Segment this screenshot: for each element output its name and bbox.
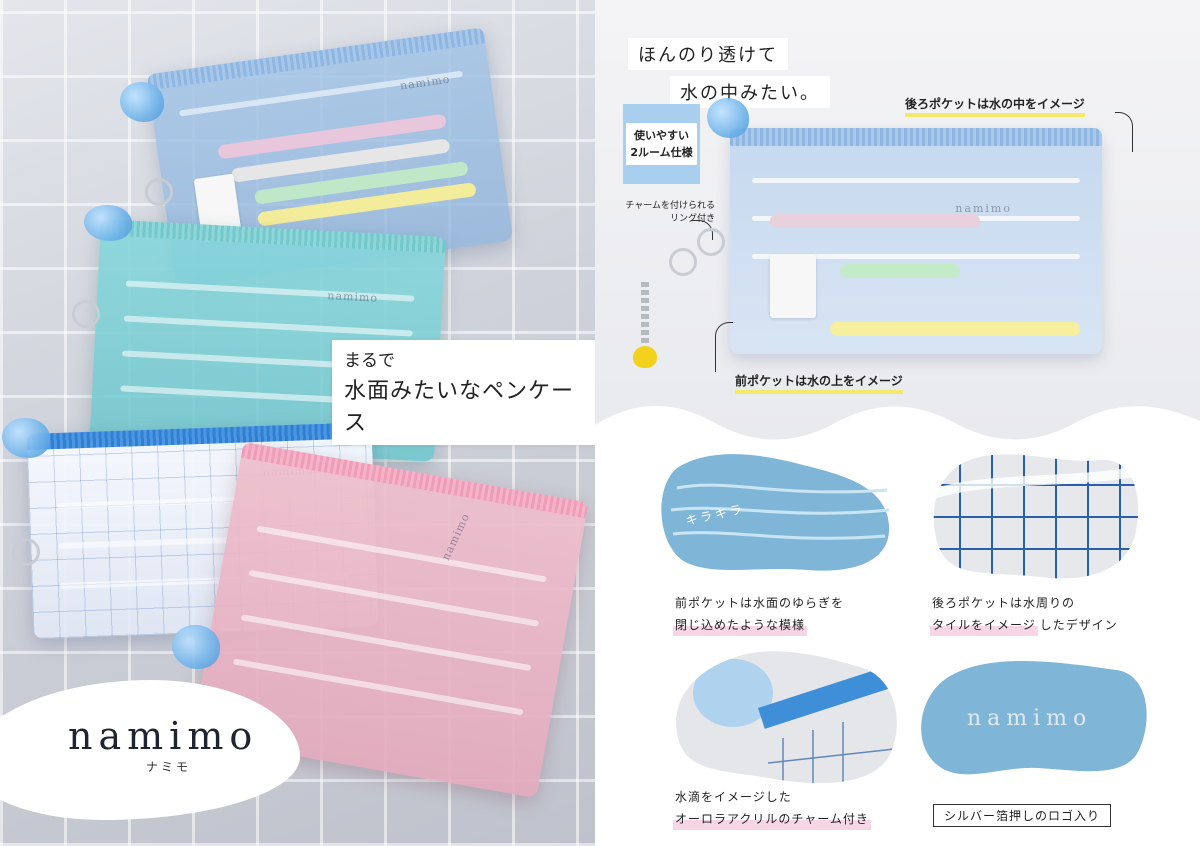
pen	[830, 322, 1080, 336]
right-headline: ほんのり透けて 水の中みたい。	[628, 38, 830, 108]
water-drop-charm	[84, 205, 132, 241]
product-logo: namimo	[955, 202, 1012, 215]
key-ring	[669, 248, 697, 276]
key-ring	[12, 538, 40, 566]
headline-line-2: 水の中みたい。	[670, 76, 830, 108]
feature-caption-front-pocket: 前ポケットは水面のゆらぎを 閉じ込めたような模様	[673, 592, 846, 636]
eraser-card	[770, 254, 816, 318]
caption-line-1: 水滴をイメージした	[675, 790, 792, 804]
charm-thumbnail	[676, 651, 897, 784]
brand-logo: namimo	[68, 714, 259, 758]
caption-line-2: オーロラアクリルのチャーム付き	[673, 808, 871, 830]
ring-note: チャームを付けられる リング付き	[615, 200, 715, 226]
pouch-logo: namimo	[327, 289, 379, 305]
two-room-badge: 使いやすい 2ルーム仕様	[623, 104, 700, 184]
tagline-line-2: 水面みたいなペンケース	[344, 379, 575, 436]
product-pouch: namimo	[730, 128, 1102, 354]
badge-line-2: 2ルーム仕様	[630, 146, 693, 159]
front-pocket-note: 前ポケットは水の上をイメージ	[735, 372, 903, 394]
tagline-line-1: まるで	[344, 351, 395, 371]
caption-line-2: 閉じ込めたような模様	[673, 614, 808, 636]
wave-pattern	[752, 178, 1080, 183]
feature-caption-charm: 水滴をイメージした オーロラアクリルのチャーム付き	[673, 786, 871, 830]
key-ring	[145, 178, 173, 206]
pouch-logo: namimo	[439, 510, 473, 563]
duck-charm	[633, 346, 657, 368]
feature-thumb-charm	[673, 648, 903, 788]
badge-line-1: 使いやすい	[633, 129, 689, 142]
brand-backdrop	[0, 680, 300, 820]
right-info-panel: ほんのり透けて 水の中みたい。 使いやすい 2ルーム仕様 後ろポケットは水の中を…	[595, 0, 1200, 846]
front-pocket-thumbnail	[661, 454, 890, 571]
feature-thumb-back-pocket	[930, 445, 1145, 585]
wave-pattern	[240, 614, 532, 672]
key-ring	[697, 228, 725, 256]
leader-line	[1115, 112, 1133, 152]
caption-line-2-highlight: タイルをイメージ	[930, 614, 1038, 636]
feature-caption-logo: シルバー箔押しのロゴ入り	[933, 804, 1112, 827]
wave-pattern	[248, 569, 540, 627]
silver-logo: namimo	[967, 706, 1093, 731]
pouch-logo: namimo	[399, 72, 452, 93]
leader-line	[715, 322, 733, 372]
key-ring	[72, 300, 100, 328]
zipper	[730, 128, 1102, 146]
wave-divider	[595, 405, 1200, 465]
left-tagline: まるで 水面みたいなペンケース	[332, 340, 595, 445]
back-pocket-thumbnail	[933, 454, 1139, 579]
wave-pattern	[123, 315, 414, 337]
feature-thumb-logo: namimo	[917, 650, 1152, 790]
caption-line-2-rest: したデザイン	[1039, 618, 1118, 632]
pen	[770, 214, 980, 228]
ring-note-line-2: リング付き	[669, 214, 715, 224]
wave-pattern	[232, 658, 524, 716]
ring-note-line-1: チャームを付けられる	[625, 201, 715, 211]
charm-chain	[641, 282, 649, 346]
feature-caption-back-pocket: 後ろポケットは水周りの タイルをイメージしたデザイン	[930, 592, 1120, 636]
logo-thumbnail	[921, 660, 1147, 775]
caption-line-1: 後ろポケットは水周りの	[932, 596, 1076, 610]
feature-thumb-front-pocket: キラキラ	[657, 448, 897, 578]
water-drop-charm	[172, 625, 220, 669]
back-pocket-note: 後ろポケットは水の中をイメージ	[905, 95, 1085, 117]
pen	[840, 264, 960, 278]
caption-line-1: 前ポケットは水面のゆらぎを	[675, 596, 845, 610]
wave-pattern	[752, 254, 1080, 259]
brand-kana: ナミモ	[146, 760, 192, 774]
water-drop-charm	[120, 82, 164, 122]
water-drop-charm	[707, 98, 749, 138]
left-photo-panel: namimo namimo namimo namimo まるで 水面みたいなペン…	[0, 0, 595, 846]
water-drop-charm	[2, 418, 50, 458]
wave-pattern	[256, 525, 547, 583]
headline-line-1: ほんのり透けて	[628, 38, 788, 70]
